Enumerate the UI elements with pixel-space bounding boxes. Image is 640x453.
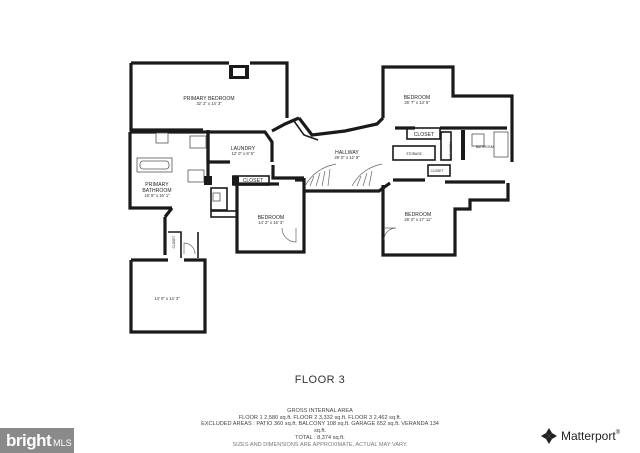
shower-icon-right [493,131,509,158]
hallway-walls [271,116,391,193]
dims-bottom-room: 14' 0" x 14' 3" [154,296,180,301]
label-primary-bathroom-2: BATHROOM [142,188,171,194]
bath-fixture-icon [471,133,485,147]
floor-title: FLOOR 3 [294,374,346,386]
bottom-room-walls [129,258,207,334]
area-line-floors: FLOOR 1 2,580 sq.ft. FLOOR 2 3,332 sq.ft… [238,414,402,421]
matterport-name: Matterport [561,429,616,443]
dims-primary-bedroom: 32' 2" x 14' 3" [196,101,222,106]
label-bedroom-bottom-right: BEDROOM [405,212,432,218]
area-line-excluded-cont: sq.ft. [313,428,327,435]
label-hallway: HALLWAY [335,150,359,156]
matterport-logo: Matterport® [540,426,620,446]
dims-bedroom-bottom-right: 26' 0" x 17' 11" [404,217,432,222]
dims-hallway: 29' 0" x 12' 9" [334,155,360,160]
area-heading: GROSS INTERNAL AREA [287,408,353,414]
matterport-registered-mark: ® [615,430,621,436]
label-small-closet-left: CLOSET [172,236,176,249]
room-labels: PRIMARY BEDROOM 32' 2" x 14' 3" PRIMARY … [142,95,494,301]
vanity-icon [187,169,205,183]
sink-icon [212,192,221,202]
label-closet-right: CLOSET [414,132,435,138]
label-bedroom-top-right: BEDROOM [404,95,431,101]
dims-laundry: 12' 0" x 8' 5" [232,151,255,156]
label-closet-right-small: CLOSET [431,169,444,173]
bright-mls-watermark: bright MLS [0,428,74,453]
bottom-right-bedroom-walls [381,178,510,257]
label-bedroom-center: BEDROOM [258,215,285,221]
label-bathroom-far-right: BATHROOM [476,145,495,149]
small-closet-left-walls [163,207,199,258]
label-laundry: LAUNDRY [231,146,256,152]
label-storage: STORAGE [406,152,422,156]
label-bathroom-right: BATHROOM [449,142,453,161]
primary-bathroom-walls [128,130,210,210]
bright-brand: bright [6,430,52,450]
label-primary-bathroom-1: PRIMARY [145,182,169,188]
bright-suffix: MLS [53,437,72,448]
dims-bedroom-top-right: 25' 7" x 13' 5" [404,100,430,105]
area-line-total: TOTAL : 8,374 sq.ft. [295,434,345,441]
laundry-walls [204,130,274,211]
matterport-mark-icon [541,428,557,444]
primary-bedroom-walls [129,61,289,132]
label-closet-center: CLOSET [243,178,264,184]
area-disclaimer: SIZES AND DIMENSIONS ARE APPROXIMATE, AC… [232,441,408,448]
area-line-excluded: EXCLUDED AREAS : PATIO 360 sq.ft. BALCON… [201,421,439,428]
label-primary-bedroom: PRIMARY BEDROOM [183,96,234,102]
top-right-bedroom-walls [381,65,514,184]
center-bedroom-walls [210,178,306,254]
dims-primary-bathroom: 16' 6" x 16' 1" [144,193,170,198]
area-summary: GROSS INTERNAL AREA FLOOR 1 2,580 sq.ft.… [150,408,490,448]
shower-icon [189,135,207,149]
toilet-icon [155,132,169,144]
dims-bedroom-center: 14' 2" x 15' 3" [258,220,284,225]
